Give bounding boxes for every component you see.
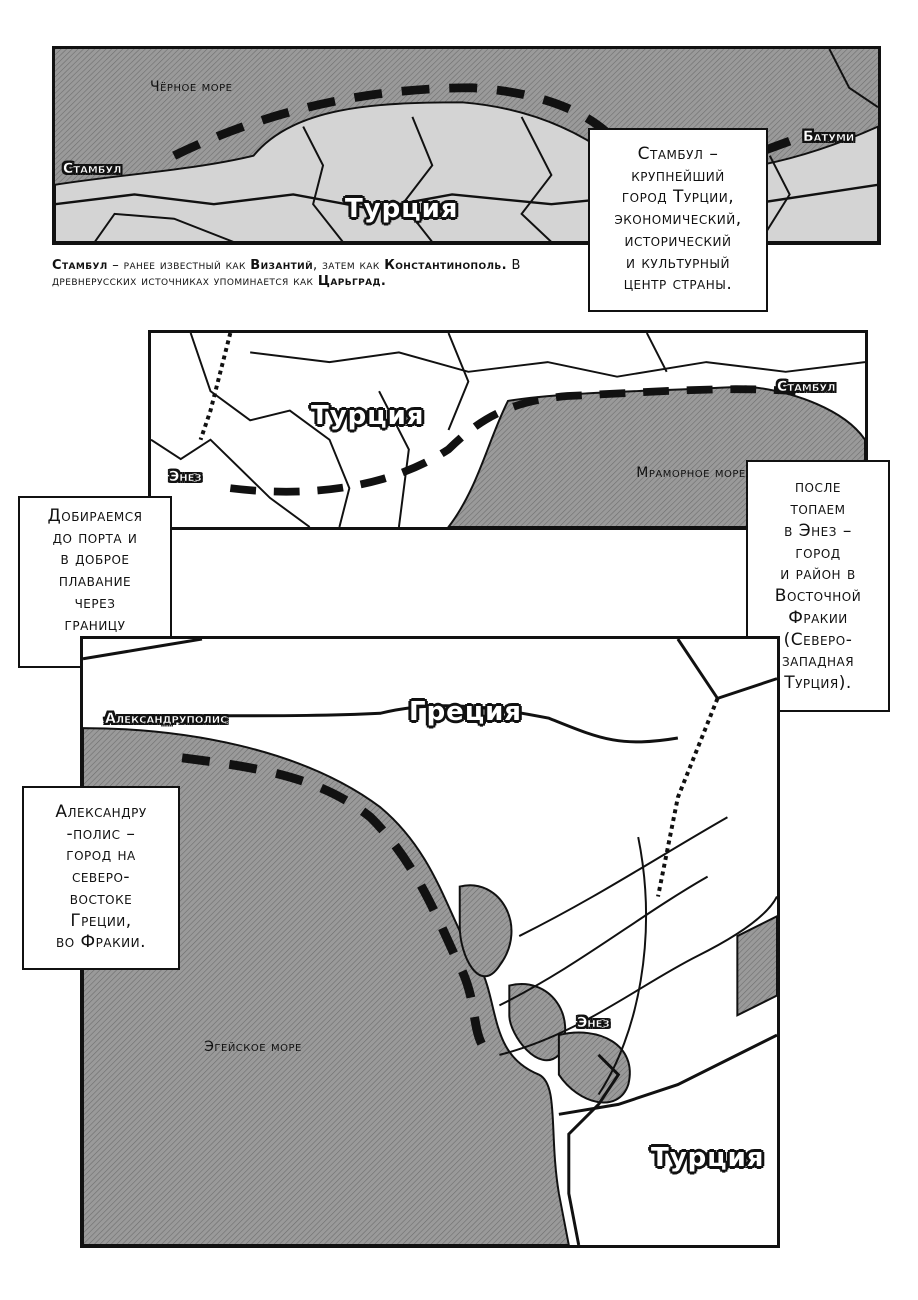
info-box-alexandroupoli: Александру -полис – город на северо- вос… (22, 786, 180, 970)
country-label-turkey-2: Турция (311, 401, 425, 431)
country-label-turkey: Турция (345, 194, 459, 224)
sea-label-marmara: Мраморное море (636, 465, 746, 481)
city-label-batumi: Батуми (803, 129, 855, 145)
caption-term-tsargrad: Царьград. (317, 274, 387, 290)
info-box-istanbul: Стамбул – крупнейший город Турции, эконо… (588, 128, 768, 312)
caption-text-3: В древнерусских источниках упоминается к… (52, 258, 521, 290)
caption-term-istanbul: Стамбул (52, 258, 108, 273)
city-label-istanbul: Стамбул (63, 161, 122, 177)
sea-label-black-sea: Чёрное море (150, 79, 233, 95)
city-label-alexandroupoli: Александруполис (105, 711, 228, 727)
city-label-enez: Энез (169, 469, 202, 485)
caption-text-2: , затем как (313, 258, 385, 273)
info-box-alexandroupoli-text: Александру -полис – город на северо- вос… (55, 801, 147, 953)
city-label-istanbul-2: Стамбул (777, 379, 836, 395)
country-label-turkey-3: Турция (651, 1143, 765, 1173)
caption-term-constantinople: Константинополь. (384, 258, 507, 273)
info-box-istanbul-text: Стамбул – крупнейший город Турции, эконо… (614, 143, 742, 295)
map-panel-aegean: Александруполис Греция Эгейское море Эне… (80, 636, 780, 1248)
caption-text-1: – ранее известный как (107, 258, 251, 273)
country-label-greece: Греция (409, 697, 522, 727)
map-aegean (83, 639, 777, 1245)
caption-istanbul-history: Стамбул – ранее известный как Византий, … (52, 258, 572, 291)
map-black-sea (55, 49, 878, 242)
city-label-enez-2: Энез (577, 1015, 610, 1031)
info-box-route-text: Добираемся до порта и в доброе плавание … (47, 505, 143, 657)
map-panel-marmara: Стамбул Энез Турция Мраморное море (148, 330, 868, 530)
info-box-enez-text: после топаем в Энез – город и район в Во… (774, 477, 862, 693)
sea-label-aegean: Эгейское море (204, 1039, 302, 1055)
caption-term-byzantium: Византий (250, 258, 314, 273)
